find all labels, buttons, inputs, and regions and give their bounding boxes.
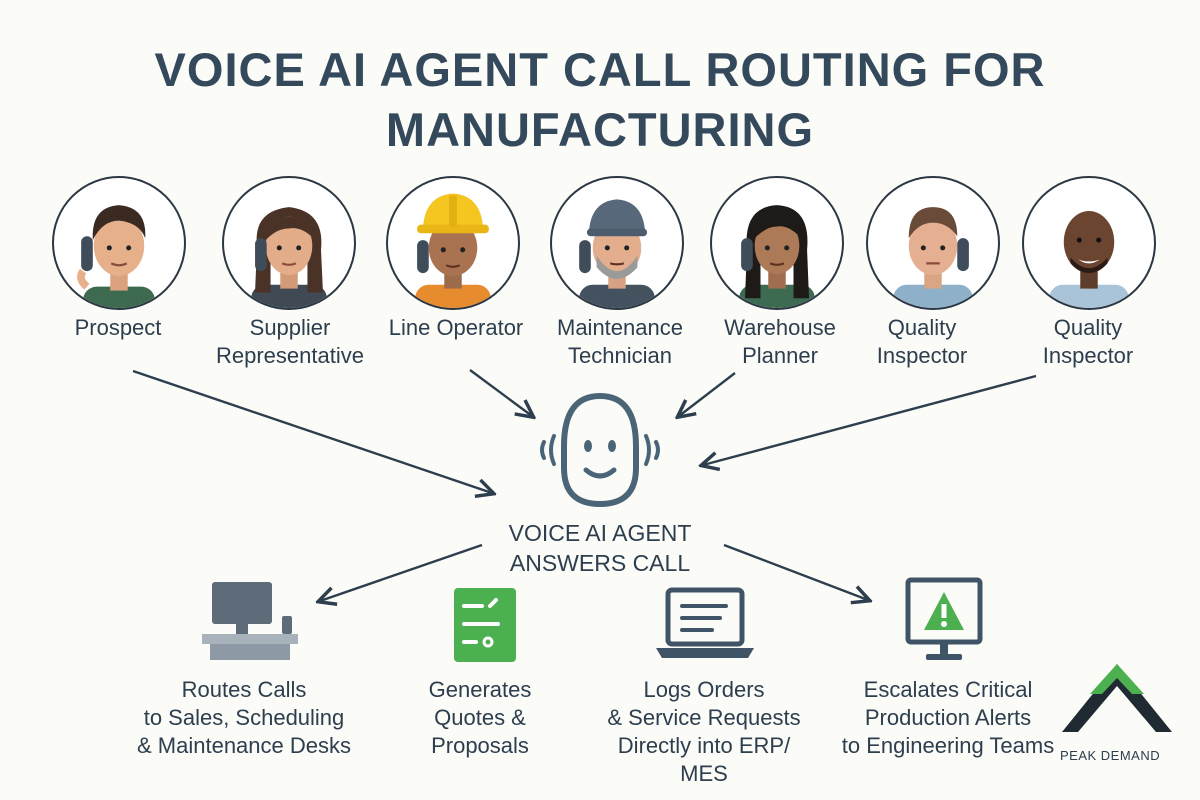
diagram-title: VOICE AI AGENT CALL ROUTING FOR MANUFACT… (0, 40, 1200, 160)
outcome-erp-logging: Logs Orders & Service Requests Directly … (607, 677, 801, 786)
caller-quality-icon (866, 176, 1000, 310)
caller-supplier-icon (222, 176, 356, 310)
title-line-2: MANUFACTURING (385, 103, 815, 156)
title-line-1: VOICE AI AGENT CALL ROUTING FOR (154, 43, 1046, 96)
logo-wordmark: PEAK DEMAND (1060, 748, 1161, 763)
caller-label-maintenance: Maintenance Technician (557, 315, 683, 368)
outcome-escalation: Escalates Critical Production Alerts to … (841, 677, 1055, 758)
caller-label-supplier: Supplier Representative (216, 315, 364, 368)
caller-label-quality: Quality Inspector (876, 315, 968, 368)
laptop-icon (656, 587, 754, 658)
caller-line-operator-icon (386, 176, 520, 310)
outcome-routing: Routes Calls to Sales, Scheduling & Main… (137, 677, 351, 758)
arrow-quality-to-agent (703, 374, 1037, 465)
caller-label-prospect: Prospect (74, 315, 162, 340)
caller-maintenance-icon (550, 176, 684, 310)
caller-label-line-operator: Line Operator (388, 315, 524, 340)
caller-quality-2-icon (1022, 176, 1156, 310)
arrow-warehouse-to-agent (679, 372, 736, 416)
caller-prospect-icon (52, 176, 186, 310)
caller-warehouse-icon (710, 176, 844, 310)
outcome-quotes: Generates Quotes & Proposals (428, 677, 532, 758)
peak-demand-logo (1062, 664, 1172, 732)
caller-label-warehouse: Warehouse Planner (724, 315, 836, 368)
computer-desk-icon (202, 582, 298, 660)
checklist-icon (454, 588, 516, 662)
caller-label-quality-2: Quality Inspector (1042, 315, 1134, 368)
agent-caption: VOICE AI AGENT ANSWERS CALL (508, 520, 692, 576)
arrow-prospect-to-agent (132, 369, 492, 493)
ai-agent-face-icon (540, 392, 660, 508)
warning-monitor-icon (905, 577, 983, 660)
